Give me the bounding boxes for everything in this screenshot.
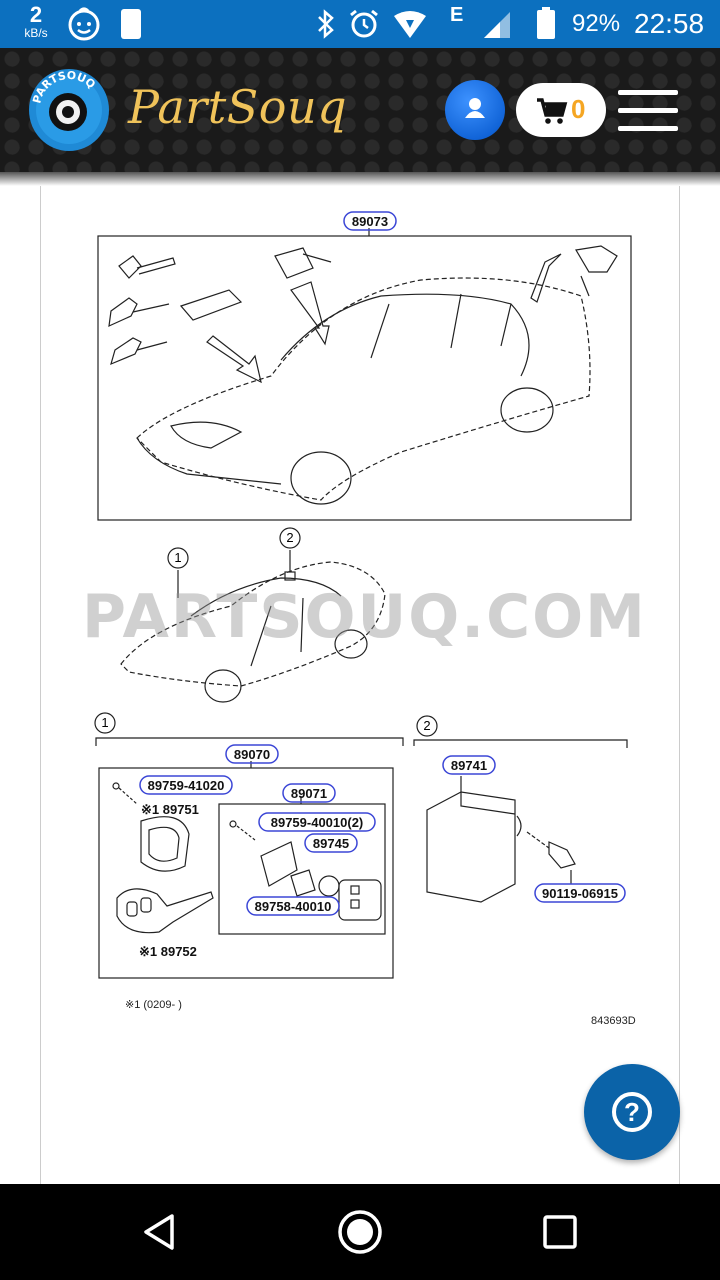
part-label-89745[interactable]: 89745 [313, 836, 349, 851]
control-unit-drawing [426, 791, 516, 903]
part-label-89741[interactable]: 89741 [451, 758, 487, 773]
part-89071-box [218, 803, 386, 935]
svg-text:?: ? [624, 1097, 640, 1127]
keys-drawing [108, 255, 176, 366]
navigation-bar [0, 1184, 720, 1280]
lock-cylinder [179, 289, 243, 321]
part-label-90119-06915[interactable]: 90119-06915 [542, 886, 618, 901]
callout-1-circle [167, 547, 189, 569]
diagram-panel: 1 2 1 2 89073 89070 89759-41020 ※1 89751… [40, 186, 680, 1186]
account-button[interactable] [445, 80, 505, 140]
battery-percent: 92% [572, 10, 621, 37]
callout-2-circle [279, 527, 301, 549]
part-label-89070[interactable]: 89070 [234, 747, 270, 762]
moon-icon [121, 9, 141, 39]
section-2-marker: 2 [423, 718, 430, 733]
wifi-icon [394, 11, 426, 38]
question-icon: ? [612, 1092, 652, 1132]
part-label-89759-40010[interactable]: 89759-40010(2) [271, 815, 364, 830]
bluetooth-icon [318, 9, 334, 39]
home-icon[interactable] [336, 1208, 384, 1256]
clock: 22:58 [634, 8, 705, 39]
part-label-89751[interactable]: ※1 89751 [141, 802, 199, 817]
app-header: PARTSOUQ PartSouq 0 [0, 48, 720, 172]
user-icon [465, 98, 485, 118]
watermark: PARTSOUQ.COM [82, 582, 647, 652]
header-shadow [0, 172, 720, 186]
cart-button[interactable]: 0 [516, 83, 606, 137]
signal-icon [484, 12, 510, 38]
status-bar: 2 kB/s E 92% 22:58 [0, 0, 720, 48]
network-type: E [450, 4, 464, 26]
parts-diagram: 1 2 1 2 89073 89070 89759-41020 ※1 89751… [94, 211, 636, 1027]
battery-icon [537, 7, 555, 39]
part-label-89758-40010[interactable]: 89758-40010 [255, 899, 332, 914]
section-1-marker: 1 [101, 715, 108, 730]
part-89070-box [98, 767, 394, 979]
main-diagram-frame [97, 235, 632, 521]
part-label-89752[interactable]: ※1 89752 [139, 944, 197, 959]
part-label-89071[interactable]: 89071 [291, 786, 327, 801]
part-label-89073[interactable]: 89073 [352, 214, 388, 229]
callout-2: 2 [286, 530, 293, 545]
cart-count: 0 [571, 94, 586, 124]
baby-face-icon [68, 7, 100, 41]
partsouq-logo[interactable]: PARTSOUQ [28, 62, 110, 152]
callout-1: 1 [174, 550, 181, 565]
help-button[interactable]: ? [584, 1064, 680, 1160]
brand-name[interactable]: PartSouq [128, 80, 348, 134]
alarm-icon [350, 9, 378, 38]
back-icon[interactable] [140, 1212, 180, 1252]
cart-icon [537, 98, 568, 124]
network-speed: 2 kB/s [24, 2, 48, 40]
hamburger-menu-button[interactable] [618, 88, 678, 134]
part-label-89759-41020[interactable]: 89759-41020 [148, 778, 225, 793]
footnote: ※1 (0209- ) [125, 999, 182, 1011]
diagram-ref-number: 843693D [591, 1015, 636, 1027]
recents-icon[interactable] [542, 1214, 578, 1250]
